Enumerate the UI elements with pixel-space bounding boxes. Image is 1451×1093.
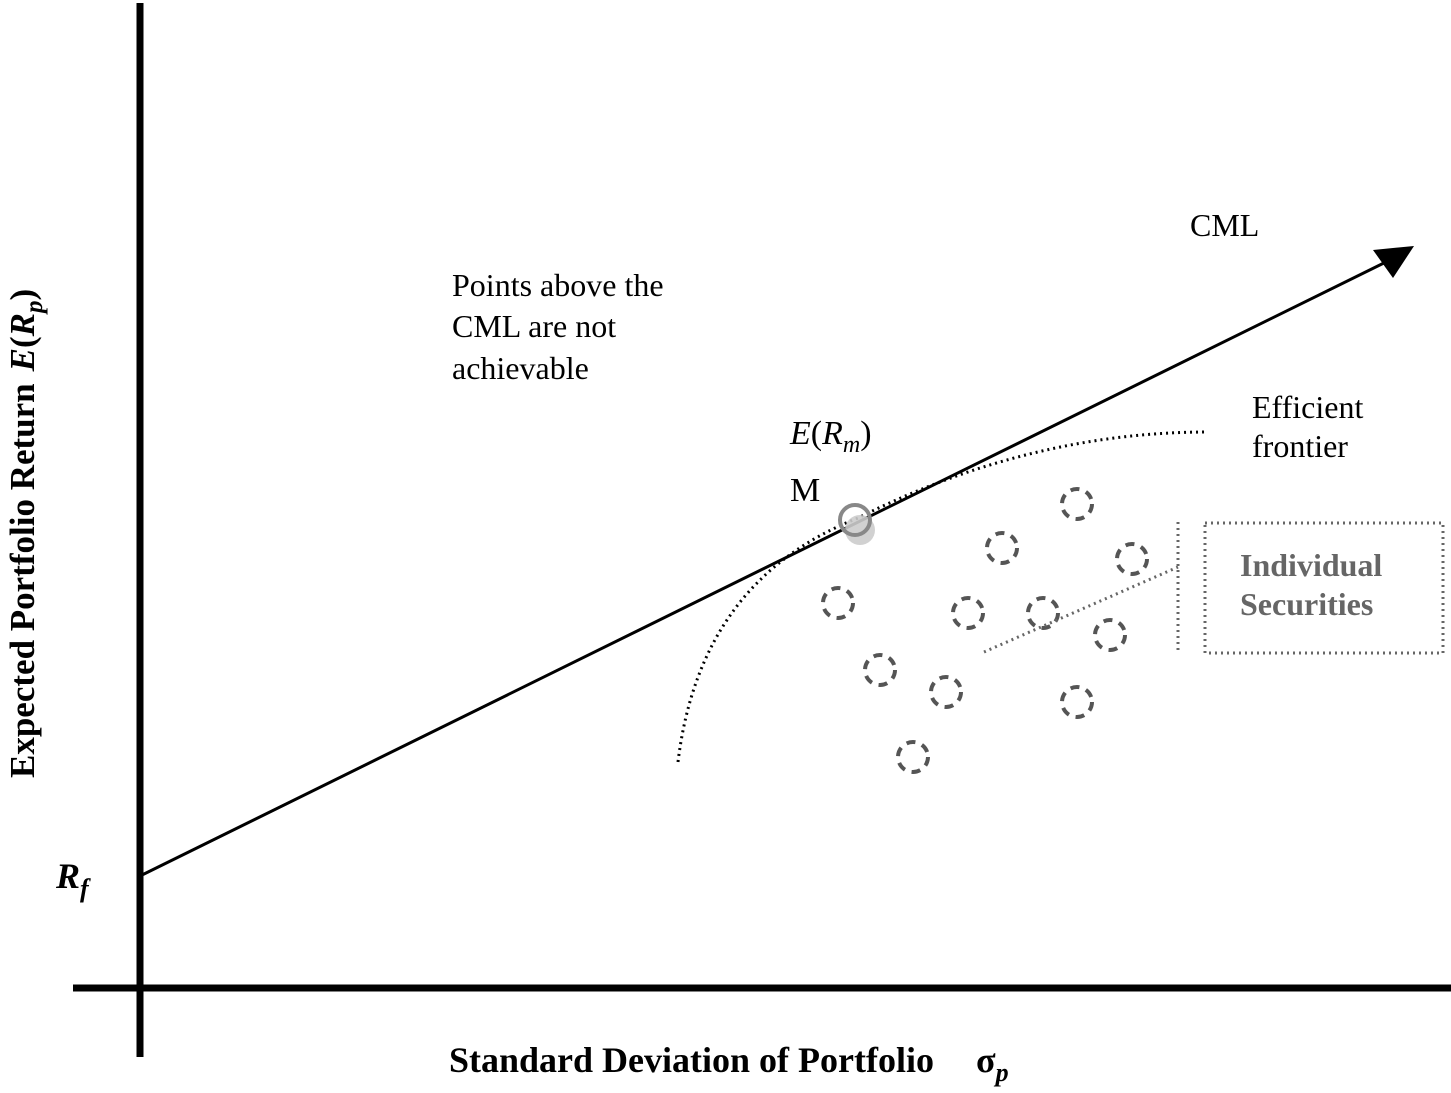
securities-label-box <box>1203 521 1445 655</box>
securities-pointer-line <box>983 565 1179 654</box>
market-portfolio-shadow <box>845 515 875 545</box>
security-point <box>863 653 897 687</box>
svg-text:achievable: achievable <box>452 350 589 386</box>
risk-free-rate-label: Rf <box>55 856 91 903</box>
security-point <box>929 675 963 709</box>
security-point <box>985 531 1019 565</box>
securities-label-line-1: Individual <box>1240 547 1382 583</box>
security-point <box>1060 685 1094 719</box>
security-point <box>1060 487 1094 521</box>
efficient-frontier-curve <box>676 430 1209 763</box>
cml-label: CML <box>1190 207 1259 243</box>
security-point <box>951 596 985 630</box>
securities-label-line-2: Securities <box>1240 586 1373 622</box>
individual-securities <box>821 487 1149 774</box>
frontier-label-line-2: frontier <box>1252 428 1348 464</box>
svg-text:frontier: frontier <box>1252 428 1348 464</box>
security-point <box>896 740 930 774</box>
market-return-label: E(Rm) <box>789 415 872 458</box>
cml-arrowhead <box>1373 246 1414 278</box>
svg-text:Individual: Individual <box>1240 547 1382 583</box>
svg-text:Efficient: Efficient <box>1252 389 1363 425</box>
note-line-3: achievable <box>452 350 589 386</box>
security-point <box>1115 542 1149 576</box>
security-point <box>1026 596 1060 630</box>
note-line-2: CML are not <box>452 308 616 344</box>
frontier-label-line-1: Efficient <box>1252 389 1363 425</box>
security-point <box>821 586 855 620</box>
note-line-1: Points above the <box>452 267 664 303</box>
security-point <box>1093 618 1127 652</box>
y-axis-label: Expected Portfolio ReturnE(Rp) <box>3 289 48 778</box>
market-point-label: M <box>790 472 820 509</box>
svg-text:CML are not: CML are not <box>452 308 616 344</box>
svg-text:Securities: Securities <box>1240 586 1373 622</box>
svg-text:Points above the: Points above the <box>452 267 664 303</box>
capital-market-line <box>141 257 1393 877</box>
market-portfolio-point <box>838 503 872 537</box>
